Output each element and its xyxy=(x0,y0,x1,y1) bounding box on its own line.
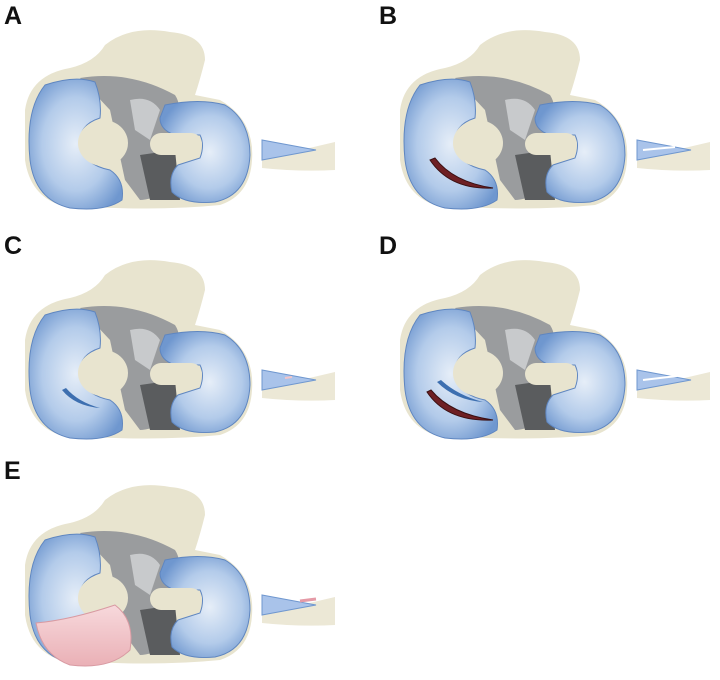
tear-inner xyxy=(437,380,483,402)
profile-tear xyxy=(299,597,317,603)
profile-tear xyxy=(642,375,678,381)
horizontal-tear xyxy=(429,157,494,189)
knee-illustration xyxy=(0,0,345,225)
panel-c: C xyxy=(0,230,345,455)
tear-outer xyxy=(426,389,494,421)
panel-d: D xyxy=(375,230,720,455)
partial-tear xyxy=(62,388,100,408)
knee-illustration xyxy=(0,230,345,455)
knee-illustration xyxy=(0,455,345,667)
knee-illustration xyxy=(375,0,720,225)
panel-label: A xyxy=(4,2,23,30)
flap-tear xyxy=(35,604,132,667)
panel-b: B xyxy=(375,0,720,225)
panel-label: E xyxy=(4,457,21,485)
profile-tear xyxy=(284,376,293,379)
panel-e: E xyxy=(0,455,345,680)
panel-label: D xyxy=(379,232,398,260)
panel-label: C xyxy=(4,232,23,260)
knee-illustration xyxy=(375,230,720,455)
panel-label: B xyxy=(379,2,398,30)
panel-a: A xyxy=(0,0,345,225)
profile-tear xyxy=(642,146,676,151)
